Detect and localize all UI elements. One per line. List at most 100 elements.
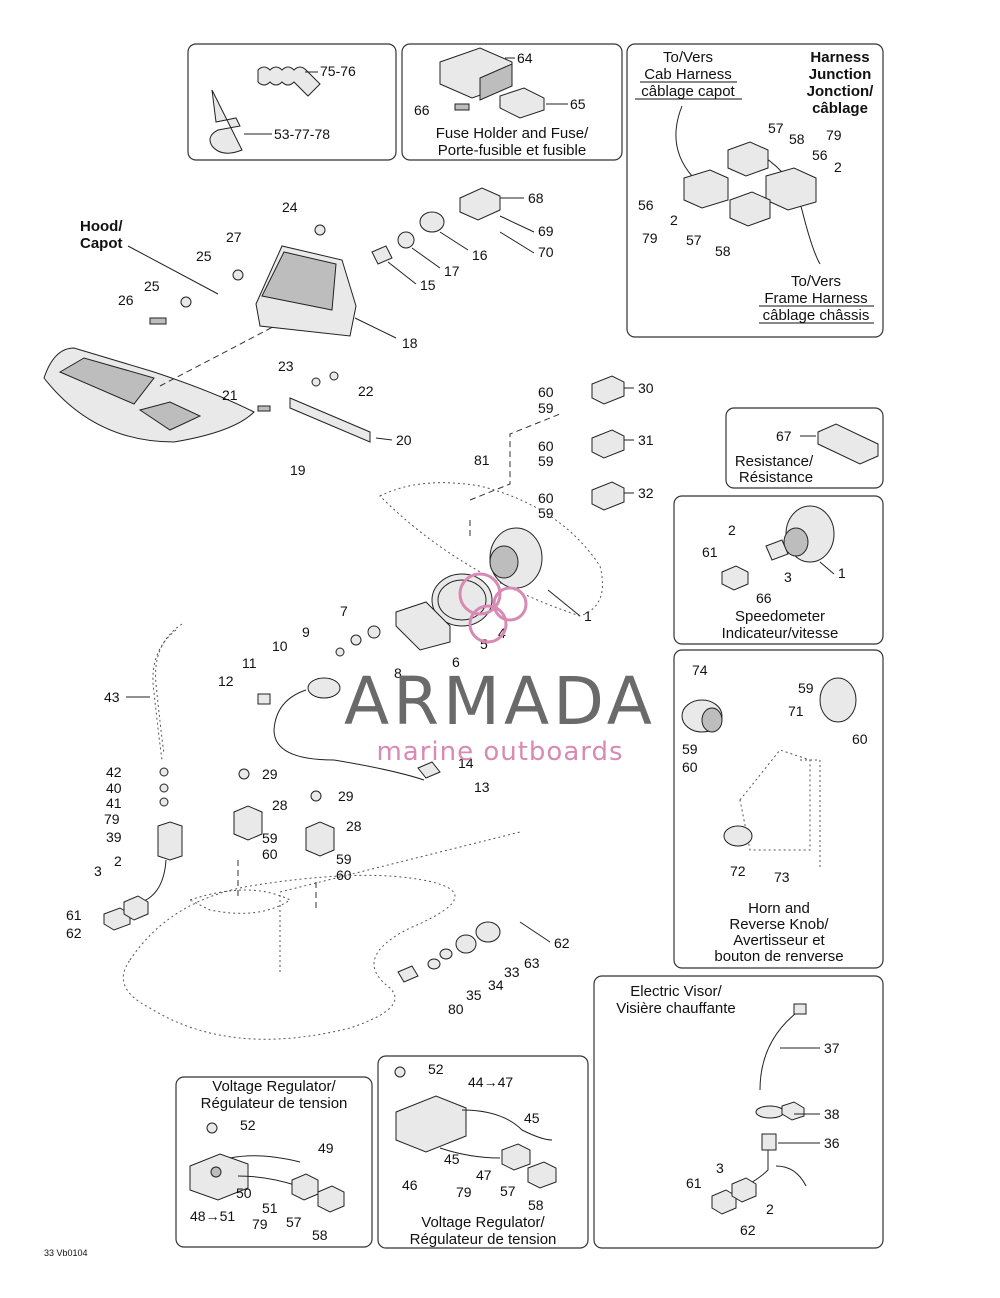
label-52: 52	[428, 1061, 444, 1077]
frame-harness-line2: Frame Harness	[764, 290, 867, 307]
label-34: 34	[488, 977, 504, 993]
fuse-box: 64 65 66 Fuse Holder and Fuse/ Porte-fus…	[401, 43, 623, 161]
label-62b: 62	[554, 935, 570, 951]
label-27: 27	[226, 229, 242, 245]
label-61: 61	[686, 1175, 702, 1191]
label-24: 24	[282, 199, 298, 215]
label-31: 31	[638, 432, 654, 448]
label-60b: 60	[682, 759, 698, 775]
label-45a: 45	[524, 1110, 540, 1126]
label-58b: 58	[715, 243, 731, 259]
label-42: 42	[106, 764, 122, 780]
label-57b: 57	[686, 232, 702, 248]
label-3: 3	[716, 1160, 724, 1176]
label-60a: 60	[538, 384, 554, 400]
label-57: 57	[286, 1214, 302, 1230]
label-81: 81	[474, 452, 490, 468]
label-80: 80	[448, 1001, 464, 1017]
label-44-47: 44→47	[468, 1074, 513, 1090]
label-28a: 28	[272, 797, 288, 813]
label-56: 56	[812, 147, 828, 163]
label-60: 60	[852, 731, 868, 747]
voltage-regulator-box-a: Voltage Regulator/ Régulateur de tension…	[175, 1076, 373, 1248]
label-13: 13	[474, 779, 490, 795]
label-47: 47	[476, 1167, 492, 1183]
visor-caption-en: Electric Visor/	[630, 983, 722, 1000]
label-79: 79	[252, 1216, 268, 1232]
label-33: 33	[504, 964, 520, 980]
key-switch-group: 62 63 33 34 35 80	[397, 921, 570, 1017]
strap-box: 75-76 53-77-78	[187, 43, 397, 161]
label-57: 57	[768, 120, 784, 136]
label-19: 19	[290, 462, 306, 478]
fuse-caption-en: Fuse Holder and Fuse/	[436, 125, 589, 142]
speedometer-caption-fr: Indicateur/vitesse	[722, 625, 839, 642]
junction-line2: Junction	[809, 66, 872, 83]
label-2: 2	[766, 1201, 774, 1217]
label-14: 14	[458, 755, 474, 771]
label-18: 18	[402, 335, 418, 351]
label-41: 41	[106, 795, 122, 811]
label-59b: 59	[538, 453, 554, 469]
label-3: 3	[94, 863, 102, 879]
label-40: 40	[106, 780, 122, 796]
label-22: 22	[358, 383, 374, 399]
junction-line1: Harness	[810, 49, 869, 66]
label-50: 50	[236, 1185, 252, 1201]
label-1: 1	[584, 608, 592, 624]
label-62: 62	[740, 1222, 756, 1238]
label-51: 51	[262, 1200, 278, 1216]
label-66: 66	[414, 102, 430, 118]
label-71: 71	[788, 703, 804, 719]
label-11: 11	[242, 655, 257, 671]
label-61: 61	[66, 907, 82, 923]
cab-harness-line3: câblage capot	[641, 83, 735, 100]
label-35: 35	[466, 987, 482, 1003]
resistance-caption-fr: Résistance	[739, 469, 813, 486]
label-79: 79	[104, 811, 120, 827]
resistance-caption-en: Resistance/	[735, 453, 814, 470]
label-21: 21	[222, 387, 238, 403]
armada-watermark: ARMADA marine outboards	[344, 572, 656, 767]
toggle-switches: 29 28 59 60 29 28 59 60	[233, 766, 362, 912]
label-58: 58	[312, 1227, 328, 1243]
label-53-77-78: 53-77-78	[274, 126, 330, 142]
fuse-caption-fr: Porte-fusible et fusible	[438, 142, 586, 159]
label-17: 17	[444, 263, 460, 279]
label-25a: 25	[196, 248, 212, 264]
label-20: 20	[396, 432, 412, 448]
label-49: 49	[318, 1140, 334, 1156]
label-32: 32	[638, 485, 654, 501]
watermark-tagline: marine outboards	[376, 737, 623, 767]
label-10: 10	[272, 638, 288, 654]
left-cable-group: 43 42 40 41 79 39 2 3 61 62	[66, 623, 183, 941]
horn-caption-4: bouton de renverse	[714, 948, 843, 965]
label-59d: 59	[262, 830, 278, 846]
junction-line3: Jonction/	[807, 83, 874, 100]
label-2b: 2	[670, 212, 678, 228]
watermark-brand: ARMADA	[344, 663, 656, 740]
frame-harness-line1: To/Vers	[791, 273, 841, 290]
label-38: 38	[824, 1106, 840, 1122]
label-45b: 45	[444, 1151, 460, 1167]
label-46: 46	[402, 1177, 418, 1193]
label-79: 79	[826, 127, 842, 143]
console-outline	[122, 831, 521, 1040]
label-60c: 60	[538, 490, 554, 506]
label-25b: 25	[144, 278, 160, 294]
label-79b: 79	[642, 230, 658, 246]
label-39: 39	[106, 829, 122, 845]
hood-label-en: Hood/	[80, 218, 123, 235]
cab-harness-line1: To/Vers	[663, 49, 713, 66]
label-56b: 56	[638, 197, 654, 213]
label-9: 9	[302, 624, 310, 640]
label-62: 62	[66, 925, 82, 941]
label-59e: 59	[336, 851, 352, 867]
corrugated-tube	[257, 66, 321, 97]
switch-group: 60 59 30 60 59 31 60 59 32 81	[469, 375, 654, 540]
horn-caption-3: Avertisseur et	[733, 932, 825, 949]
label-67: 67	[776, 428, 792, 444]
courtesy-light: 10 11 12 14 13	[218, 638, 490, 795]
label-7: 7	[340, 603, 348, 619]
label-6: 6	[452, 654, 460, 670]
